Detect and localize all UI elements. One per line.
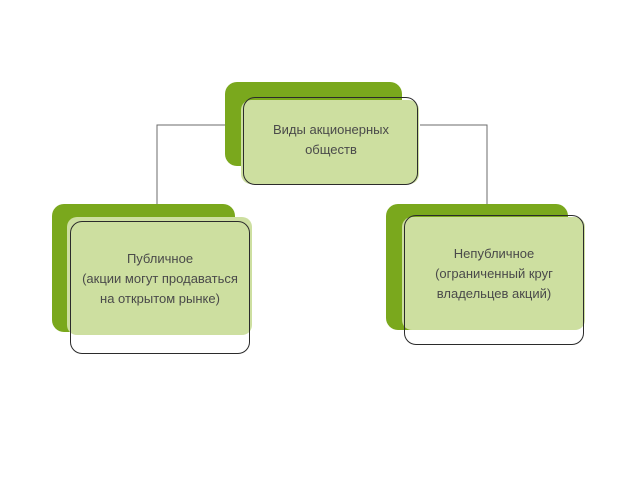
- public-company-node: Публичное (акции могут продаваться на от…: [52, 204, 252, 356]
- public-node-line-1: Публичное: [126, 250, 194, 266]
- non-public-node-line-2: (ограниченный круг: [435, 265, 553, 281]
- non-public-node-outline: [404, 215, 584, 345]
- public-node-label: Публичное (акции могут продаваться на от…: [70, 221, 250, 336]
- public-node-fill: [67, 217, 252, 335]
- public-node-line-3: на открытом рынке): [100, 290, 220, 306]
- non-public-node-line-1: Непубличное: [453, 245, 535, 261]
- root-node: Виды акционерных обществ: [225, 82, 420, 187]
- non-public-company-node: Непубличное (ограниченный круг владельце…: [386, 204, 586, 346]
- root-node-outline: [243, 97, 418, 185]
- public-node-line-2: (акции могут продаваться: [82, 270, 238, 286]
- root-node-fill: [241, 100, 419, 184]
- connector-root-to-left: [156, 124, 225, 204]
- public-node-outline: [70, 221, 250, 354]
- root-node-line-2: обществ: [305, 142, 357, 157]
- connector-root-to-right: [420, 124, 488, 204]
- non-public-node-label: Непубличное (ограниченный круг владельце…: [404, 217, 584, 330]
- non-public-node-fill: [402, 217, 585, 330]
- root-node-label: Виды акционерных обществ: [243, 97, 419, 183]
- non-public-node-line-3: владельцев акций): [436, 285, 552, 301]
- root-node-line-1: Виды акционерных: [273, 122, 389, 137]
